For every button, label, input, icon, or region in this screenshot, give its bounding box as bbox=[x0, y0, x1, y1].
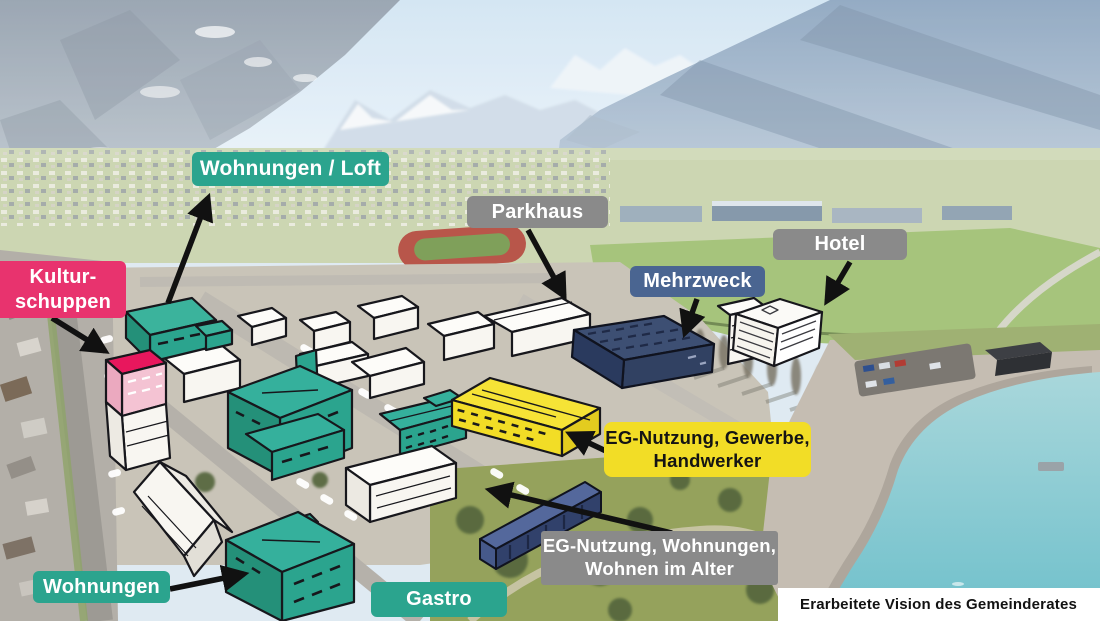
building-eg-wohnungen-sketch bbox=[344, 444, 458, 524]
arrow-eg-gewerbe bbox=[565, 430, 610, 456]
label-kulturschuppen: Kultur- schuppen bbox=[0, 261, 126, 318]
lake-shore bbox=[760, 324, 1100, 621]
label-eg-wohnungen: EG-Nutzung, Wohnungen, Wohnen im Alter bbox=[541, 531, 778, 585]
building-teal-gastro bbox=[224, 510, 356, 621]
label-mehrzweck: Mehrzweck bbox=[630, 266, 765, 297]
building-teal-central bbox=[226, 348, 354, 482]
building-mehrzweck-sketch bbox=[570, 314, 716, 390]
label-hotel: Hotel bbox=[773, 229, 907, 260]
building-white-cluster bbox=[162, 294, 496, 404]
label-eg-gewerbe: EG-Nutzung, Gewerbe, Handwerker bbox=[604, 422, 811, 477]
arrow-eg-wohnungen bbox=[484, 481, 673, 536]
boathouse bbox=[985, 342, 1052, 376]
label-wohnungen: Wohnungen bbox=[33, 571, 170, 603]
building-kulturschuppen bbox=[104, 348, 172, 472]
swim-raft bbox=[1038, 462, 1064, 471]
arrow-hotel bbox=[824, 260, 853, 306]
arrow-mehrzweck bbox=[679, 298, 706, 339]
arrow-kulturschuppen bbox=[50, 315, 110, 354]
building-gable-house bbox=[132, 460, 234, 578]
sports-field bbox=[398, 224, 526, 269]
label-gastro: Gastro bbox=[371, 582, 507, 617]
arrow-wohnungen bbox=[169, 564, 250, 592]
arrow-wohnungen-loft bbox=[165, 192, 214, 304]
building-eg-gewerbe-sketch bbox=[450, 376, 602, 458]
arrow-parkhaus bbox=[525, 228, 567, 301]
parking-lot bbox=[854, 343, 976, 397]
label-wohnungen-loft: Wohnungen / Loft bbox=[192, 152, 389, 186]
caption-vision: Erarbeitete Vision des Gemeinderates bbox=[778, 588, 1100, 621]
label-parkhaus: Parkhaus bbox=[467, 196, 608, 228]
building-hotel-sketch bbox=[731, 297, 824, 368]
right-mountain bbox=[556, 0, 1100, 186]
